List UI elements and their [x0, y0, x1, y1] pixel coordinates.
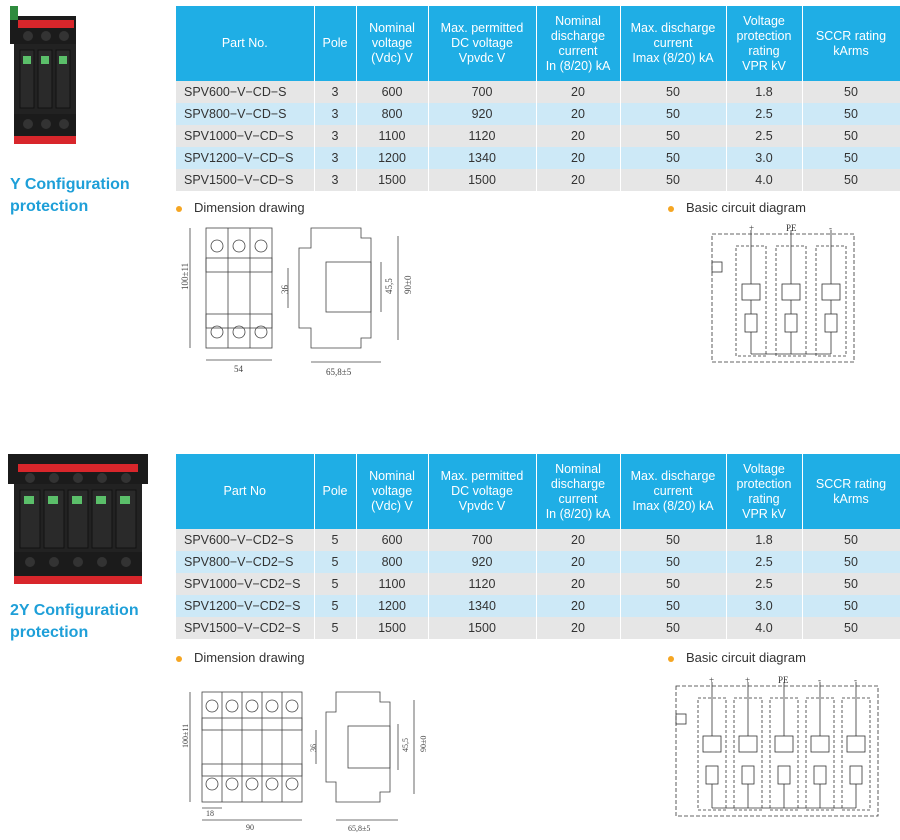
2y-config-section: 2Y Configuration protection Part No Pole… [0, 450, 900, 840]
circuit-term-2: + [745, 675, 750, 685]
circuit-diagram: + + PE - - [675, 675, 879, 817]
dim-h2: 90±0 [419, 736, 428, 752]
circuit-term-1: + [709, 675, 714, 685]
dim-depth: 65,8±5 [326, 367, 352, 377]
circuit-term-3: PE [778, 675, 789, 685]
dim-pole-width: 18 [206, 809, 214, 818]
header-part-no: Part No [176, 454, 315, 529]
circuit-diagram-label: Basic circuit diagram [668, 650, 806, 665]
dim-width: 54 [234, 364, 244, 374]
config-title-line1: Y Configuration [10, 176, 130, 193]
bullet-icon [668, 655, 674, 662]
circuit-term-3: - [829, 223, 832, 233]
dim-h1: 45,5 [384, 278, 394, 294]
dim-height: 100±11 [180, 263, 190, 290]
dim-depth: 65,8±5 [348, 824, 370, 833]
circuit-diagram-label: Basic circuit diagram [668, 200, 806, 215]
dim-h2: 90±0 [403, 275, 413, 294]
y-config-section: Y Configuration protection Part No. Pole… [10, 6, 900, 377]
config-title: 2Y Configuration protection [10, 600, 139, 644]
bullet-icon [668, 205, 674, 212]
circuit-diagram: + PE - [711, 223, 855, 363]
header-pole: Pole [314, 6, 357, 81]
product-image-3pole [10, 6, 76, 144]
circuit-term-2: PE [786, 223, 797, 233]
header-pole: Pole [314, 454, 357, 529]
circuit-term-1: + [749, 223, 754, 233]
config-title-line2: protection [10, 198, 89, 215]
circuit-term-4: - [818, 675, 821, 685]
dim-height: 100±11 [181, 724, 190, 748]
dimension-drawing: 100±11 54 36 65,8±5 45,5 90±0 [180, 227, 413, 377]
config-title-line1: 2Y Configuration [10, 602, 139, 619]
header-part-no: Part No. [176, 6, 315, 81]
config-title-line2: protection [10, 624, 89, 641]
dimension-drawing-label: Dimension drawing [176, 200, 305, 215]
dimension-drawing: 100±11 18 90 36 65,8±5 45,5 90±0 [181, 691, 428, 833]
dim-mid: 36 [309, 744, 318, 752]
dimension-drawing-label: Dimension drawing [176, 650, 305, 665]
bullet-icon [176, 205, 182, 212]
dim-h1: 45,5 [401, 738, 410, 752]
bullet-icon [176, 655, 182, 662]
config-title: Y Configuration protection [10, 174, 130, 218]
circuit-term-5: - [854, 675, 857, 685]
dim-mid: 36 [280, 285, 290, 295]
product-image-5pole [8, 454, 148, 584]
dim-width: 90 [246, 823, 254, 832]
